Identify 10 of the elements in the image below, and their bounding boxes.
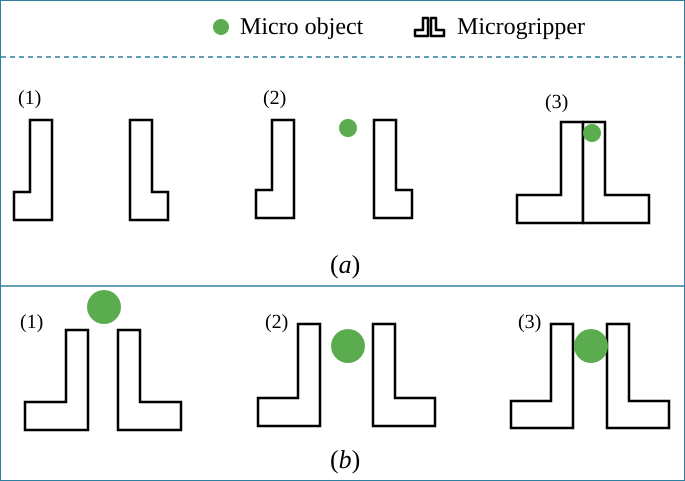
step-number: (3) <box>518 312 542 332</box>
panel-caption: (b) <box>330 447 360 473</box>
legend-label: Micro object <box>240 15 364 39</box>
legend-label: Microgripper <box>457 15 585 39</box>
step-number: (2) <box>263 88 286 108</box>
panel-caption: (a) <box>330 252 360 278</box>
step-number: (1) <box>20 312 44 332</box>
step-number: (1) <box>18 88 42 108</box>
step-number: (3) <box>545 92 568 112</box>
step-number: (2) <box>265 312 288 332</box>
